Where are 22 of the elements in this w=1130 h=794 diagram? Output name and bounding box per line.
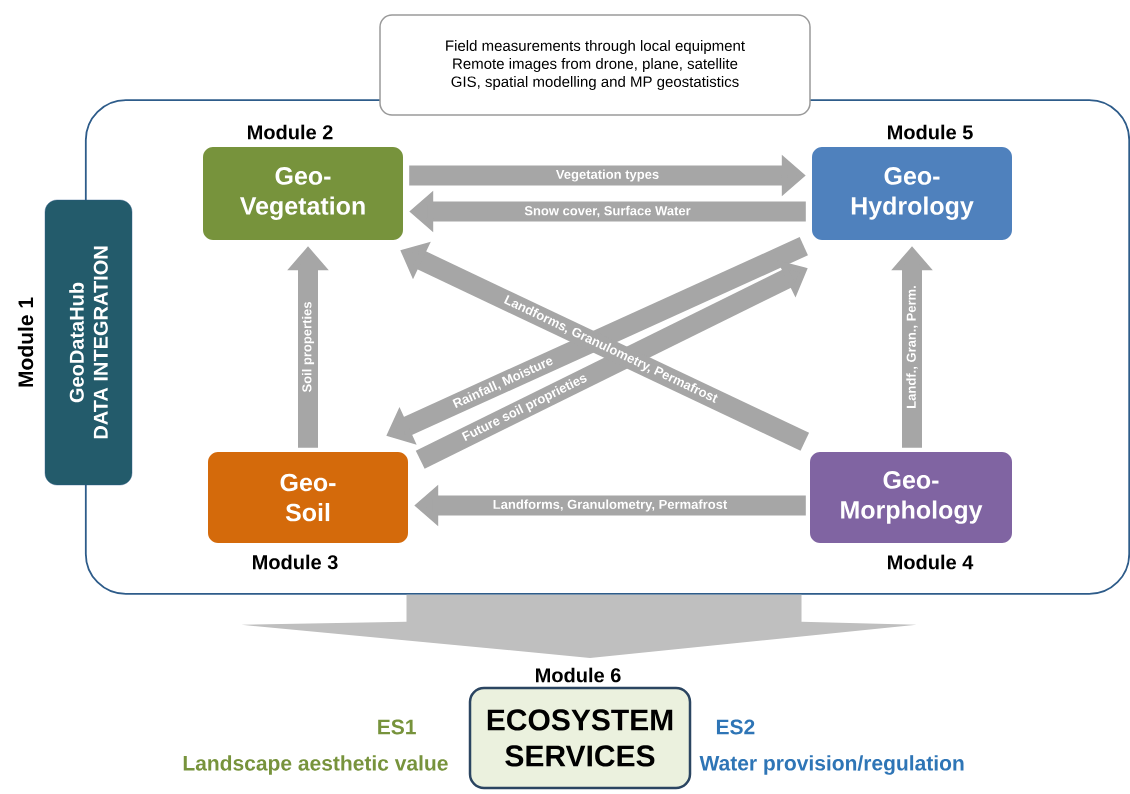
module-label: Module 1 [17,297,34,387]
edge-label: Landf., Gran., Perm. [906,286,918,408]
integration-box: GeoDataHub DATA INTEGRATION [44,199,133,486]
services-box: ECOSYSTEM SERVICES [468,686,692,790]
module-label: Module 4 [888,554,974,570]
service-label: ES2 [716,719,755,735]
module-label: Module 2 [248,124,333,140]
edge-label: Vegetation types [555,169,659,182]
service-label: Water provision/regulation [699,755,964,775]
module-label: Module 6 [536,667,621,683]
module-label: Module 5 [888,124,973,140]
data-sources-box: Field measurements through local equipment Remote images from drone, plane, satellite GIS, spatial modelling and MP geostatistics [379,14,811,116]
module-box: Geo- Hydrology [812,147,1012,240]
edge-label: Snow cover, Surface Water [524,205,691,218]
module-box: Geo- Morphology [810,452,1012,543]
service-label: ES1 [378,719,416,735]
edge-label: Landforms, Granulometry, Permafrost [493,499,728,512]
module-label: Module 3 [253,554,338,570]
module-box: Geo- Soil [208,452,408,543]
module-box: Geo- Vegetation [203,147,403,240]
edge-label: Soil properties [301,302,315,393]
service-label: Landscape aesthetic value [183,755,448,775]
